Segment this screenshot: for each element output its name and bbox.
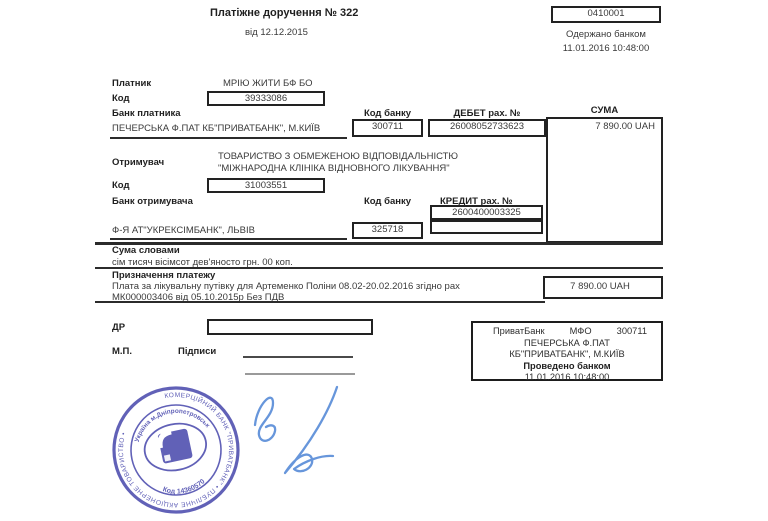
credit-account-box: 2600400003325	[430, 205, 543, 220]
receiver-bank-underline	[110, 238, 347, 240]
bank-processed-mark: ПриватБанк МФО 300711 ПЕЧЕРСЬКА Ф.ПАТ КБ…	[471, 321, 663, 383]
purpose-line2: МК000003406 від 05.10.2015р Без ПДВ	[112, 292, 285, 303]
payer-name: МРІЮ ЖИТИ БФ БО	[223, 78, 313, 89]
document-date: від 12.12.2015	[245, 27, 308, 38]
receiver-code-box: 31003551	[207, 178, 325, 193]
receiver-bank-code-label: Код банку	[363, 196, 412, 207]
receiver-bank-label: Банк отримувача	[112, 196, 193, 207]
bank-mark-mfo-label: МФО	[569, 326, 592, 336]
payer-bank-label: Банк платника	[112, 108, 181, 119]
section-line-amount-words-top	[95, 242, 663, 245]
bank-mark-bank-name: ПриватБанк	[493, 326, 545, 336]
document-code: 0410001	[587, 8, 625, 19]
signatures-label: Підписи	[178, 346, 217, 357]
document-title: Платіжне доручення № 322	[210, 7, 359, 19]
payer-bank-code-label: Код банку	[363, 108, 412, 119]
payer-bank-code-box: 300711	[352, 119, 423, 137]
purpose-label: Призначення платежу	[112, 270, 216, 281]
bank-stamp: КОМЕРЦІЙНИЙ БАНК "ПРИВАТБАНК" • ПУБЛІЧНЕ…	[107, 381, 245, 519]
bank-mark-processed-datetime: 11.01.2016 10:48:00	[524, 372, 610, 383]
dr-box-empty	[207, 319, 373, 335]
section-line-purpose-bottom	[95, 301, 545, 303]
debit-account: 26008052733623	[450, 121, 524, 132]
bank-mark-branch-line2: КБ"ПРИВАТБАНК", М.КИЇВ	[509, 349, 625, 360]
received-datetime: 11.01.2016 10:48:00	[562, 43, 650, 54]
sum-label: СУМА	[590, 105, 619, 116]
dr-label: ДР	[112, 322, 126, 333]
signature-line-2	[245, 373, 355, 375]
signature-icon	[253, 385, 339, 475]
receiver-name-line1: ТОВАРИСТВО З ОБМЕЖЕНОЮ ВІДПОВІДАЛЬНІСТЮ	[218, 151, 459, 162]
bank-mark-branch-line1: ПЕЧЕРСЬКА Ф.ПАТ	[524, 337, 610, 348]
purpose-amount-box: 7 890.00 UAH	[543, 276, 663, 299]
document-code-box: 0410001	[551, 6, 661, 23]
credit-account: 2600400003325	[452, 207, 521, 218]
bank-stamp-icon: КОМЕРЦІЙНИЙ БАНК "ПРИВАТБАНК" • ПУБЛІЧНЕ…	[107, 381, 245, 519]
mp-label: М.П.	[112, 346, 133, 357]
credit-account-label: КРЕДИТ рах. №	[440, 196, 513, 207]
debit-account-box: 26008052733623	[428, 119, 546, 137]
receiver-bank-code: 325718	[371, 224, 404, 235]
bank-mark-mfo: 300711	[616, 326, 647, 336]
sum-box: 7 890.00 UAH	[546, 117, 663, 243]
amount-words-text: сім тисяч вісімсот дев'яносто грн. 00 ко…	[112, 257, 293, 268]
credit-account-box-empty	[430, 220, 543, 234]
signature-line-1	[243, 356, 353, 358]
debit-account-label: ДЕБЕТ рах. №	[453, 108, 521, 119]
payer-bank-code: 300711	[372, 121, 403, 132]
payer-code-box: 39333086	[207, 91, 325, 106]
purpose-line1: Плата за лікувальну путівку для Артеменк…	[112, 281, 460, 292]
received-by-bank-label: Одержано банком	[566, 29, 646, 40]
receiver-bank-code-box: 325718	[352, 222, 423, 239]
receiver-label: Отримувач	[112, 157, 165, 168]
payer-label: Платник	[112, 78, 152, 89]
receiver-code-label: Код	[112, 180, 130, 191]
amount-words-label: Сума словами	[112, 245, 180, 256]
payer-bank-underline	[110, 137, 347, 139]
handwritten-signature	[233, 381, 351, 487]
receiver-code: 31003551	[244, 180, 288, 191]
sum-value: 7 890.00 UAH	[595, 121, 655, 132]
purpose-amount: 7 890.00 UAH	[570, 281, 630, 292]
receiver-name-line2: "МІЖНАРОДНА КЛІНІКА ВІДНОВНОГО ЛІКУВАННЯ…	[218, 163, 450, 174]
payer-code: 39333086	[244, 93, 288, 104]
section-line-amount-words-bottom	[95, 267, 663, 269]
bank-mark-processed-label: Проведено банком	[523, 360, 611, 371]
payer-code-label: Код	[112, 93, 130, 104]
bank-mark-row1: ПриватБанк МФО 300711	[473, 326, 661, 338]
payer-bank-name: ПЕЧЕРСЬКА Ф.ПАТ КБ"ПРИВАТБАНК", М.КИЇВ	[112, 123, 321, 134]
receiver-bank-name: Ф-Я АТ"УКРЕКСІМБАНК", ЛЬВІВ	[112, 225, 255, 236]
privatbank-logo-icon	[157, 428, 193, 464]
